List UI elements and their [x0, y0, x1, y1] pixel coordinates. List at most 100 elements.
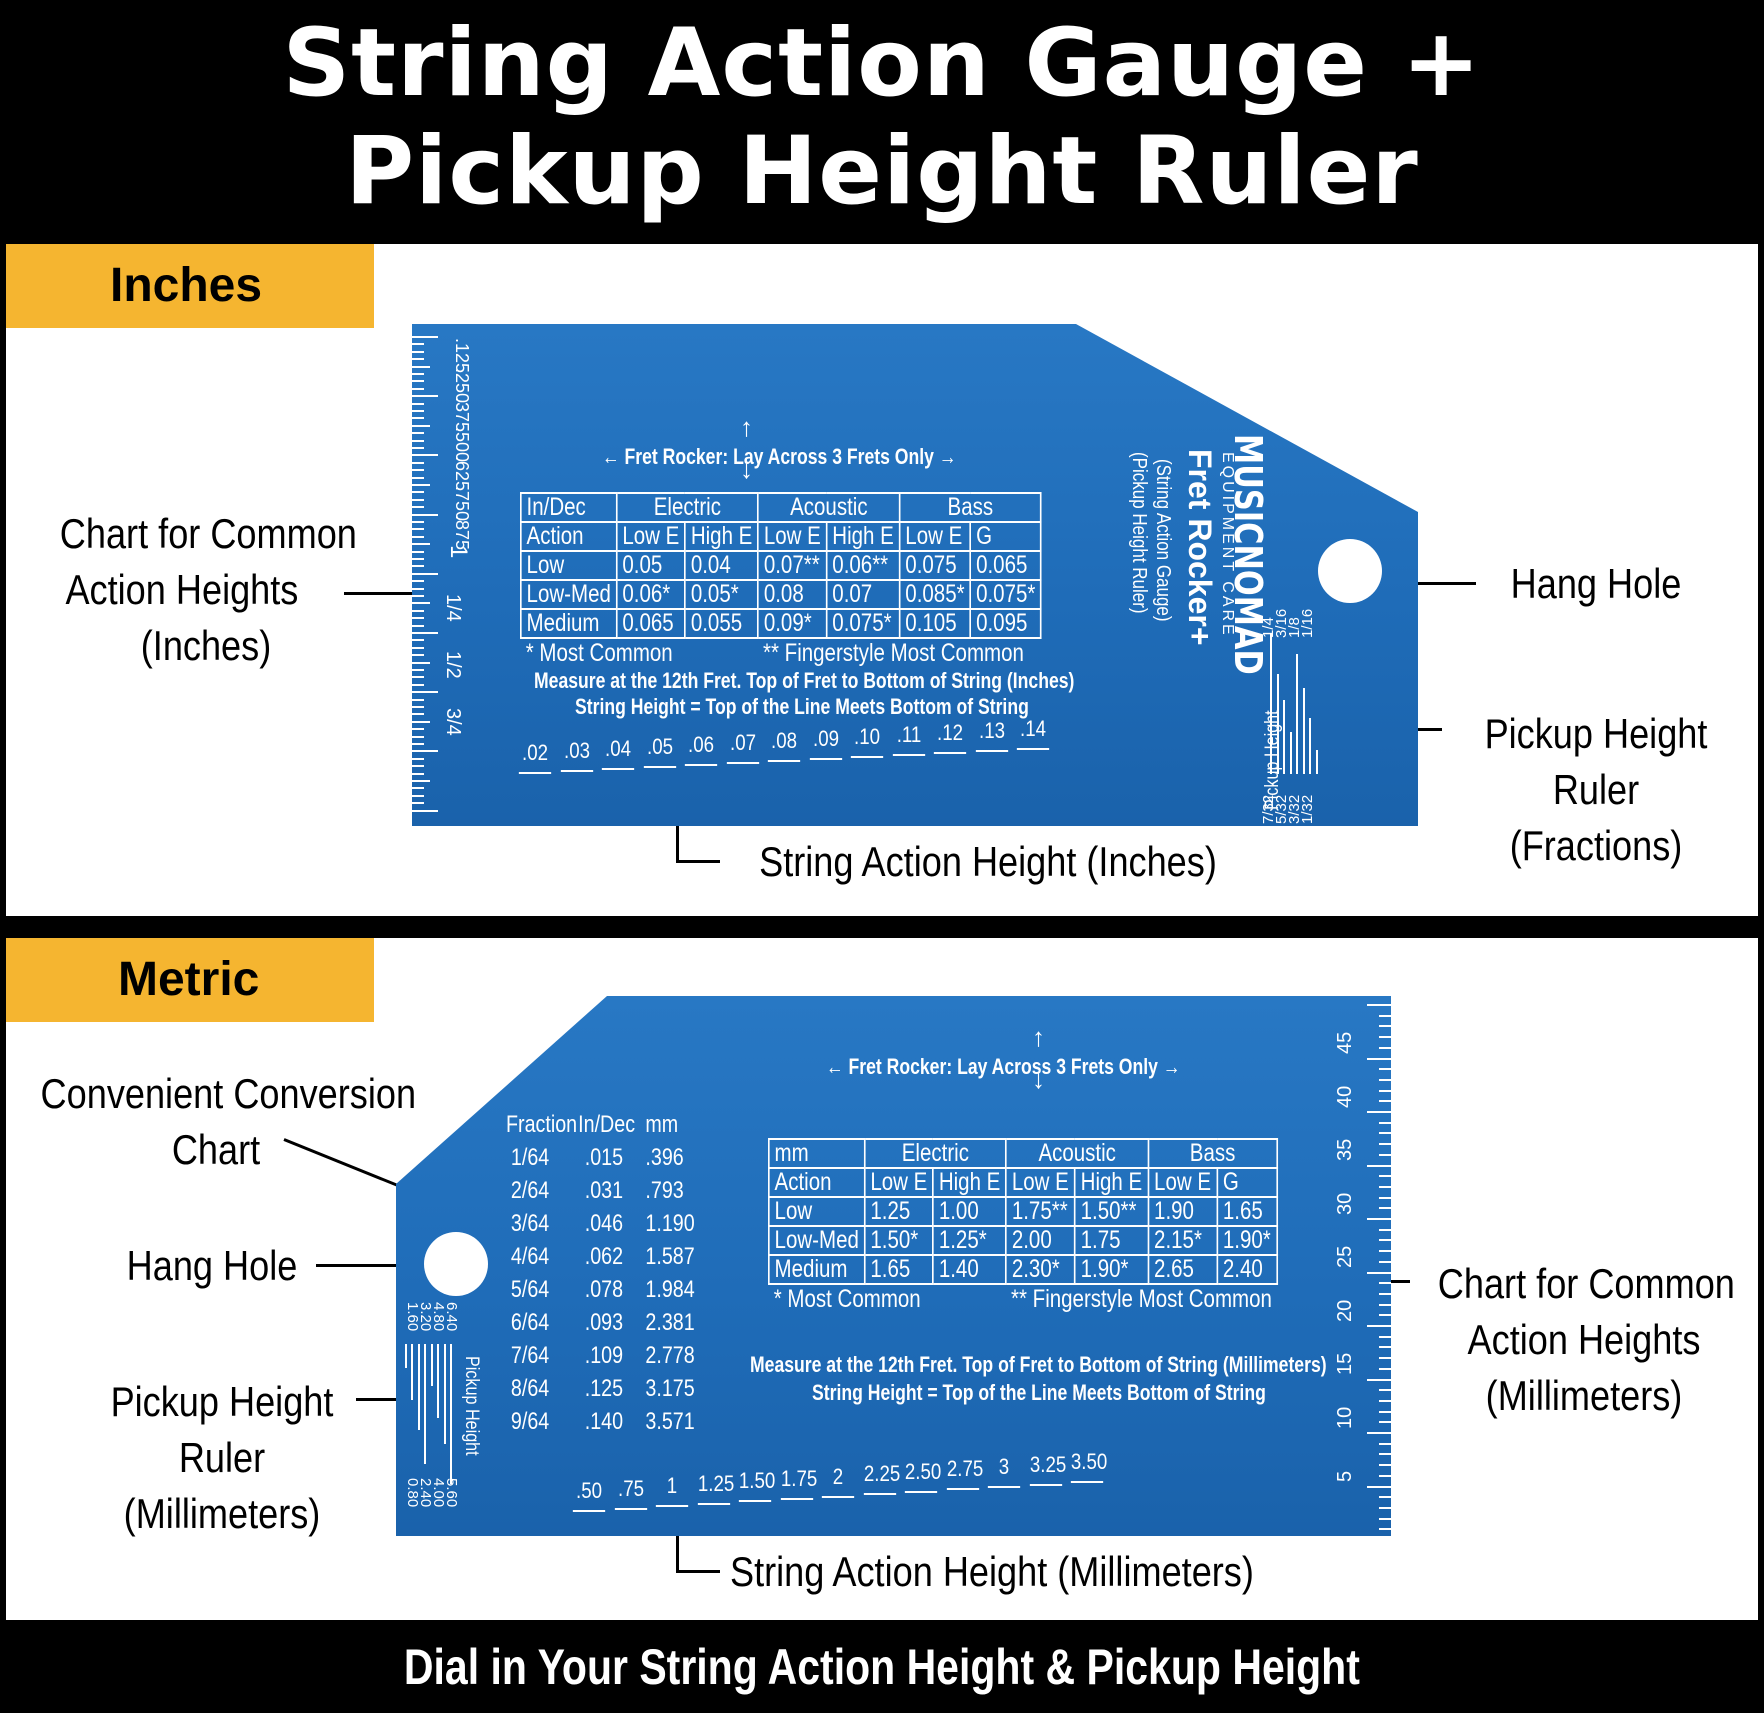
ruler-tick [1379, 1250, 1391, 1253]
table-cell: 1.90 [1147, 1196, 1218, 1227]
table-cell: 0.065 [615, 608, 686, 639]
conversion-label: Convenient Conversion Chart [40, 1070, 417, 1173]
mm-ruler-label: 30 [1334, 1192, 1356, 1215]
fret-rocker-text-metric: ← Fret Rocker: Lay Across 3 Frets Only → [826, 1054, 1181, 1079]
action-mark-line [1016, 748, 1050, 750]
inches-panel: Inches Chart for Common Action Heights (… [6, 244, 1758, 916]
table-cell: 0.09* [757, 608, 828, 639]
action-mark: 1 [655, 1473, 689, 1508]
ruler-tick [412, 454, 438, 457]
ruler-tick [1379, 1239, 1391, 1242]
action-mark: 2.50 [904, 1459, 941, 1493]
title-line-1: String Action Gauge + [282, 9, 1482, 118]
ruler-tick [1367, 1004, 1391, 1006]
left-arrow-icon: ← [602, 444, 625, 469]
ruler-tick [412, 343, 424, 346]
down-arrow-icon: ↓ [740, 454, 753, 484]
table-cell: 0.065 [969, 550, 1042, 581]
ruler-tick [412, 513, 438, 516]
ruler-tick [1379, 1153, 1391, 1156]
ruler-tick [1379, 1399, 1391, 1402]
ruler-tick [412, 587, 424, 590]
brand-subtitle: EQUIPMENT CARE [1219, 452, 1236, 638]
ruler-tick [1379, 1410, 1391, 1413]
action-mark-line [643, 766, 676, 768]
ruler-tick [412, 417, 424, 420]
action-mark-line [809, 758, 842, 760]
ruler-tick [412, 609, 424, 612]
table-cell: 2.00 [1005, 1225, 1076, 1256]
ruler-tick [1379, 1528, 1391, 1531]
hang-hole-label-metric: Hang Hole [126, 1242, 298, 1289]
ruler-tick [1379, 1100, 1391, 1103]
ruler-tick [1367, 1378, 1391, 1381]
ruler-tick [412, 580, 424, 583]
ruler-tick [412, 720, 430, 723]
table-header-cell: Action [768, 1167, 866, 1198]
table-cell: 1.75 [1074, 1225, 1150, 1256]
ruler-tick [412, 683, 424, 686]
action-mark: .10 [850, 724, 884, 758]
action-label-inches: String Action Height (Inches) [759, 838, 1217, 885]
hang-hole-label-inches: Hang Hole [1510, 560, 1682, 607]
ruler-tick [1379, 1143, 1391, 1146]
ruler-tick [1379, 1303, 1391, 1306]
pickup-ruler-line [424, 1344, 426, 1464]
ruler-tick [1379, 1132, 1391, 1135]
pickup-ruler-line [1302, 688, 1305, 774]
ruler-tick [1379, 1367, 1391, 1370]
pickup-top-label: 1/16 [1299, 608, 1316, 638]
table-cell: 1.65 [1216, 1196, 1278, 1227]
page-header: String Action Gauge + Pickup Height Rule… [0, 0, 1764, 240]
pickup-ruler-line [437, 1344, 439, 1418]
action-mark: 2.75 [946, 1456, 983, 1491]
action-mark: .08 [767, 728, 801, 762]
ruler-tick [412, 543, 430, 546]
metric-panel: Metric Convenient Conversion Chart Hang … [6, 938, 1758, 1620]
page-footer: Dial in Your String Action Height & Pick… [0, 1622, 1764, 1713]
ruler-tick [412, 476, 424, 479]
left-arrow-icon: ← [826, 1054, 849, 1079]
pickup-ruler-line [443, 1344, 446, 1444]
ruler-decimal-label: 1 [445, 544, 472, 558]
action-mark: .07 [726, 730, 759, 764]
table-cell: 0.105 [898, 608, 972, 639]
table-cell: 0.06* [615, 579, 686, 610]
inch-ruler-ticks [412, 336, 442, 826]
chart-pointer-line [344, 592, 420, 595]
ruler-tick [412, 558, 424, 560]
pickup-ruler-line [450, 1344, 452, 1484]
action-mark-line [697, 1502, 730, 1505]
inches-tag: Inches [6, 244, 374, 328]
ruler-tick [1379, 1196, 1391, 1199]
table-cell: 0.04 [684, 550, 759, 581]
table-cell: 0.08 [757, 579, 828, 610]
table-cell: 1.50* [863, 1225, 934, 1256]
mm-ruler-label: 20 [1334, 1299, 1356, 1322]
action-mark: .02 [518, 740, 552, 774]
ruler-tick [1379, 1014, 1391, 1017]
table-header-cell: Low E [615, 521, 686, 552]
ruler-tick [412, 787, 424, 790]
table-cell: 2.15* [1147, 1225, 1218, 1256]
ruler-tick [1379, 1282, 1391, 1285]
mm-ruler-label: 25 [1334, 1245, 1356, 1268]
table-header-cell: High E [825, 521, 901, 552]
table-header-cell: Low E [1147, 1167, 1218, 1198]
ruler-tick [412, 661, 430, 664]
ruler-tick [412, 439, 424, 442]
ruler-tick [412, 365, 430, 368]
ruler-tick [412, 713, 424, 716]
ruler-tick [412, 698, 424, 701]
action-mark-line [987, 1486, 1021, 1488]
ruler-tick [1379, 1175, 1391, 1178]
table-header-cell: Action [520, 521, 618, 552]
ruler-tick [412, 410, 424, 412]
fret-rocker-text-inches: ← Fret Rocker: Lay Across 3 Frets Only → [602, 444, 957, 469]
ruler-tick [412, 447, 424, 449]
ruler-tick [412, 432, 424, 435]
